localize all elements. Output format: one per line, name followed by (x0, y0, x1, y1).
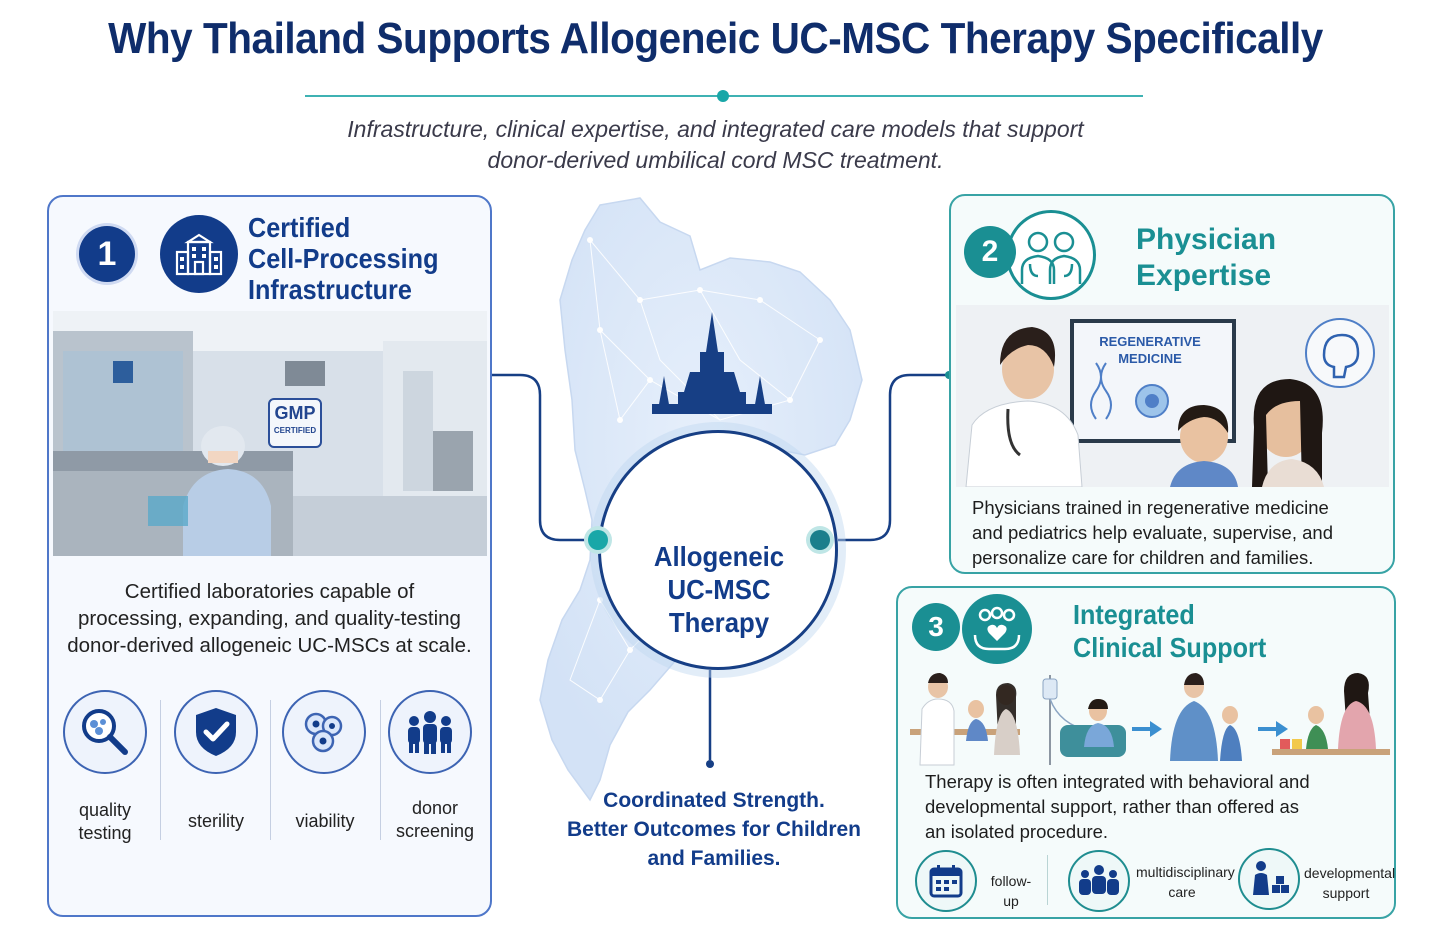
panel3-description-line: developmental support, rather than offer… (925, 796, 1300, 817)
feature-label-line: testing (78, 823, 132, 843)
calendar-icon (915, 850, 977, 912)
magnifier-cells-icon (63, 690, 147, 774)
team-icon (1068, 850, 1130, 912)
panel1-description-line: donor-derived allogeneic UC-MSCs at scal… (67, 634, 472, 657)
physician-photo (956, 305, 1389, 487)
tagline-line: Better Outcomes for Children (566, 818, 862, 841)
connector-dot-right (810, 530, 830, 550)
network-nodes (587, 237, 823, 703)
panel2-heading-line: Physician (1136, 223, 1277, 256)
panel2-description-line: personalize care for children and famili… (972, 547, 1314, 568)
temple-icon (652, 312, 772, 414)
feature-label-line: care (1168, 884, 1196, 900)
care-hands-icon (962, 594, 1032, 664)
panel1-heading-line: Cell-Processing (248, 243, 439, 274)
connector-dot-left (588, 530, 608, 550)
feature-label-sterility: sterility (187, 811, 244, 831)
cells-icon (282, 690, 366, 774)
panel3-description-line: Therapy is often integrated with behavio… (925, 771, 1310, 792)
center-label: Allogeneic UC-MSC Therapy (619, 540, 820, 639)
monitor-text-line: MEDICINE (1118, 351, 1182, 366)
feature-label-donor-screening: donor screening (380, 797, 490, 843)
doctors-icon (1006, 210, 1096, 300)
panel3-description: Therapy is often integrated with behavio… (925, 769, 1365, 844)
shield-check-icon (174, 690, 258, 774)
panel2-number: 2 (964, 226, 1016, 278)
center-circle (598, 430, 838, 670)
feature-label-multidisciplinary-care: multidisciplinary care (1136, 862, 1235, 902)
panel1-description-line: Certified laboratories capable of (124, 580, 415, 603)
feature-label-line: quality (78, 800, 132, 820)
page-subtitle: Infrastructure, clinical expertise, and … (0, 114, 1431, 176)
panel3-number: 3 (912, 603, 960, 651)
network-lines (569, 239, 821, 701)
tagline-line: Coordinated Strength. (603, 789, 825, 812)
panel3-description-line: an isolated procedure. (925, 821, 1109, 842)
feature-divider (160, 700, 161, 840)
panel3-heading: Integrated Clinical Support (1073, 598, 1343, 664)
monitor-text-line: REGENERATIVE (1099, 334, 1201, 349)
monitor-text: REGENERATIVE MEDICINE (1075, 333, 1225, 367)
center-label-line: Therapy (668, 607, 770, 638)
connector-lines (488, 373, 949, 760)
panel2-heading: Physician Expertise (1136, 222, 1376, 294)
panel2-heading-line: Expertise (1136, 259, 1272, 292)
tagline: Coordinated Strength. Better Outcomes fo… (548, 786, 880, 873)
feature-label-developmental-support: developmental support (1304, 863, 1396, 903)
care-pathway-illustration (910, 673, 1390, 766)
page-title: Why Thailand Supports Allogeneic UC-MSC … (108, 14, 1323, 63)
panel1-number: 1 (79, 226, 135, 282)
center-label-line: Allogeneic (653, 541, 785, 572)
panel2-description-line: Physicians trained in regenerative medic… (972, 497, 1329, 518)
panel1-heading-line: Infrastructure (248, 274, 412, 305)
feature-divider (270, 700, 271, 840)
title-divider-dot (717, 90, 729, 102)
feature-label-line: screening (395, 821, 475, 841)
feature-divider (1047, 855, 1048, 905)
panel1-description-line: processing, expanding, and quality-testi… (78, 607, 461, 630)
people-group-icon (388, 690, 472, 774)
gmp-badge-title: GMP (274, 403, 316, 423)
child-blocks-icon (1238, 848, 1300, 910)
feature-label-follow-up: follow-up (990, 873, 1032, 909)
tagline-line: and Families. (647, 847, 781, 870)
building-icon (160, 215, 238, 293)
feature-label-line: multidisciplinary (1136, 864, 1235, 880)
feature-label-viability: viability (295, 811, 355, 831)
panel3-heading-line: Clinical Support (1073, 632, 1267, 663)
feature-label-line: developmental (1304, 865, 1396, 881)
panel2-description: Physicians trained in regenerative medic… (972, 495, 1382, 570)
center-label-line: UC-MSC (667, 574, 771, 605)
gmp-badge-subtitle: CERTIFIED (273, 426, 317, 435)
feature-label-line: support (1322, 885, 1370, 901)
panel2-description-line: and pediatrics help evaluate, supervise,… (972, 522, 1333, 543)
feature-label-quality-testing: quality testing (50, 799, 160, 845)
panel1-heading-line: Certified (248, 212, 351, 243)
panel3-heading-line: Integrated (1073, 599, 1195, 630)
panel1-description: Certified laboratories capable of proces… (62, 578, 477, 659)
feature-divider (380, 700, 381, 840)
feature-label-line: donor (411, 798, 459, 818)
subtitle-line: Infrastructure, clinical expertise, and … (347, 116, 1084, 142)
gmp-badge: GMP CERTIFIED (268, 398, 322, 448)
panel1-heading: Certified Cell-Processing Infrastructure (248, 212, 464, 305)
subtitle-line: donor-derived umbilical cord MSC treatme… (487, 147, 944, 173)
